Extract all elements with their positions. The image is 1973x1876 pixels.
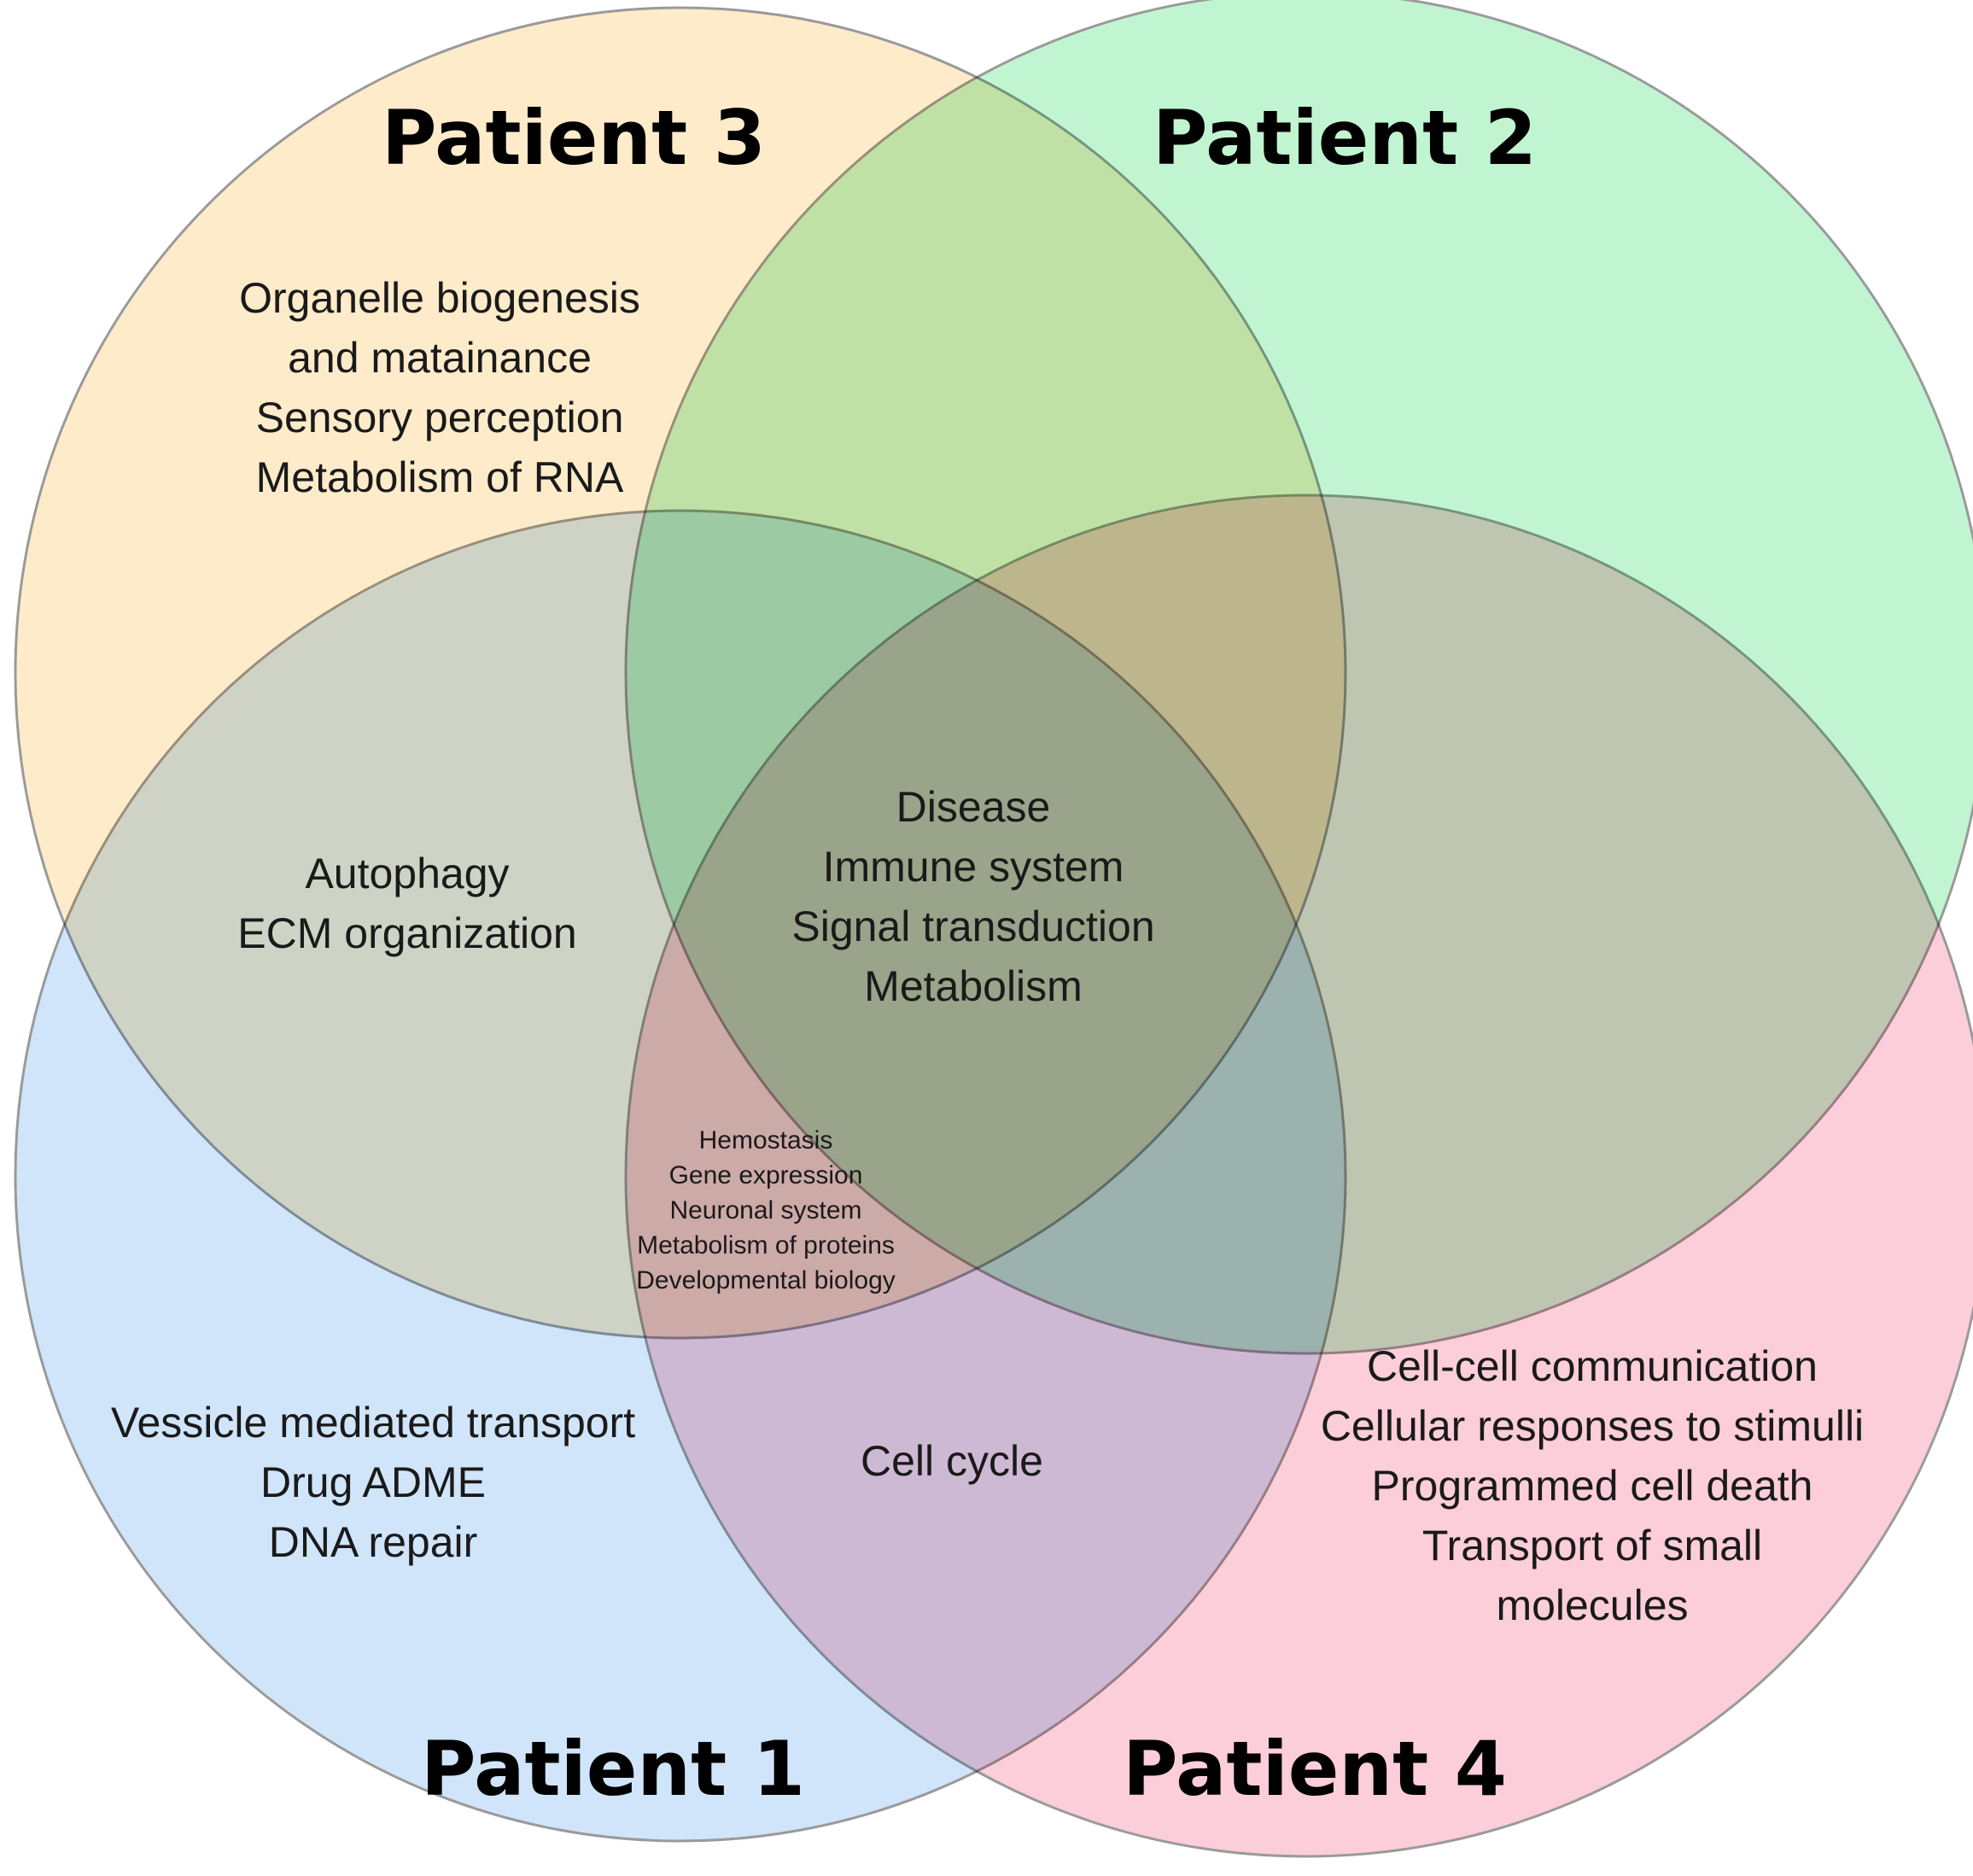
region-label: Hemostasis [699,1126,833,1154]
region-patient-1-3: Autophagy ECM organization [237,850,576,957]
region-label: DNA repair [269,1518,478,1566]
region-label: Immune system [823,843,1124,891]
patient-4-title: Patient 4 [1123,1725,1507,1813]
region-label: Developmental biology [636,1266,896,1294]
region-label: Metabolism [864,962,1083,1010]
region-label: Vessicle mediated transport [111,1399,635,1446]
region-patient-1-3-4: Hemostasis Gene expression Neuronal syst… [636,1126,896,1294]
region-label: Sensory perception [256,394,624,441]
region-label: Organelle biogenesis [239,274,640,322]
region-label: Metabolism of proteins [637,1231,895,1259]
region-label: Gene expression [669,1161,863,1189]
patient-2-title: Patient 2 [1153,94,1537,182]
patient-3-title: Patient 3 [382,94,766,182]
patient-3-circle [14,6,1347,1340]
region-label: ECM organization [237,909,576,957]
region-all-patients: Disease Immune system Signal transductio… [791,783,1154,1010]
region-label: and matainance [288,334,592,382]
region-label: Disease [896,783,1051,831]
region-label: Signal transduction [791,903,1154,950]
region-label: Cell cycle [861,1437,1043,1485]
patient-1-title: Patient 1 [421,1725,805,1813]
region-label: Metabolism of RNA [256,453,624,501]
region-label: Transport of small [1422,1522,1762,1569]
region-label: Cellular responses to stimulli [1321,1402,1864,1450]
region-label: Cell-cell communication [1367,1342,1818,1390]
region-patient-1-4: Cell cycle [861,1437,1043,1485]
region-patient-1-only: Vessicle mediated transport Drug ADME DN… [111,1399,635,1566]
region-label: molecules [1496,1581,1688,1629]
region-patient-4-only: Cell-cell communication Cellular respons… [1321,1342,1864,1629]
region-label: Neuronal system [669,1196,861,1224]
region-patient-3-only: Organelle biogenesis and matainance Sens… [239,274,640,501]
region-label: Drug ADME [260,1458,486,1506]
region-label: Programmed cell death [1372,1462,1813,1510]
region-label: Autophagy [305,850,509,897]
